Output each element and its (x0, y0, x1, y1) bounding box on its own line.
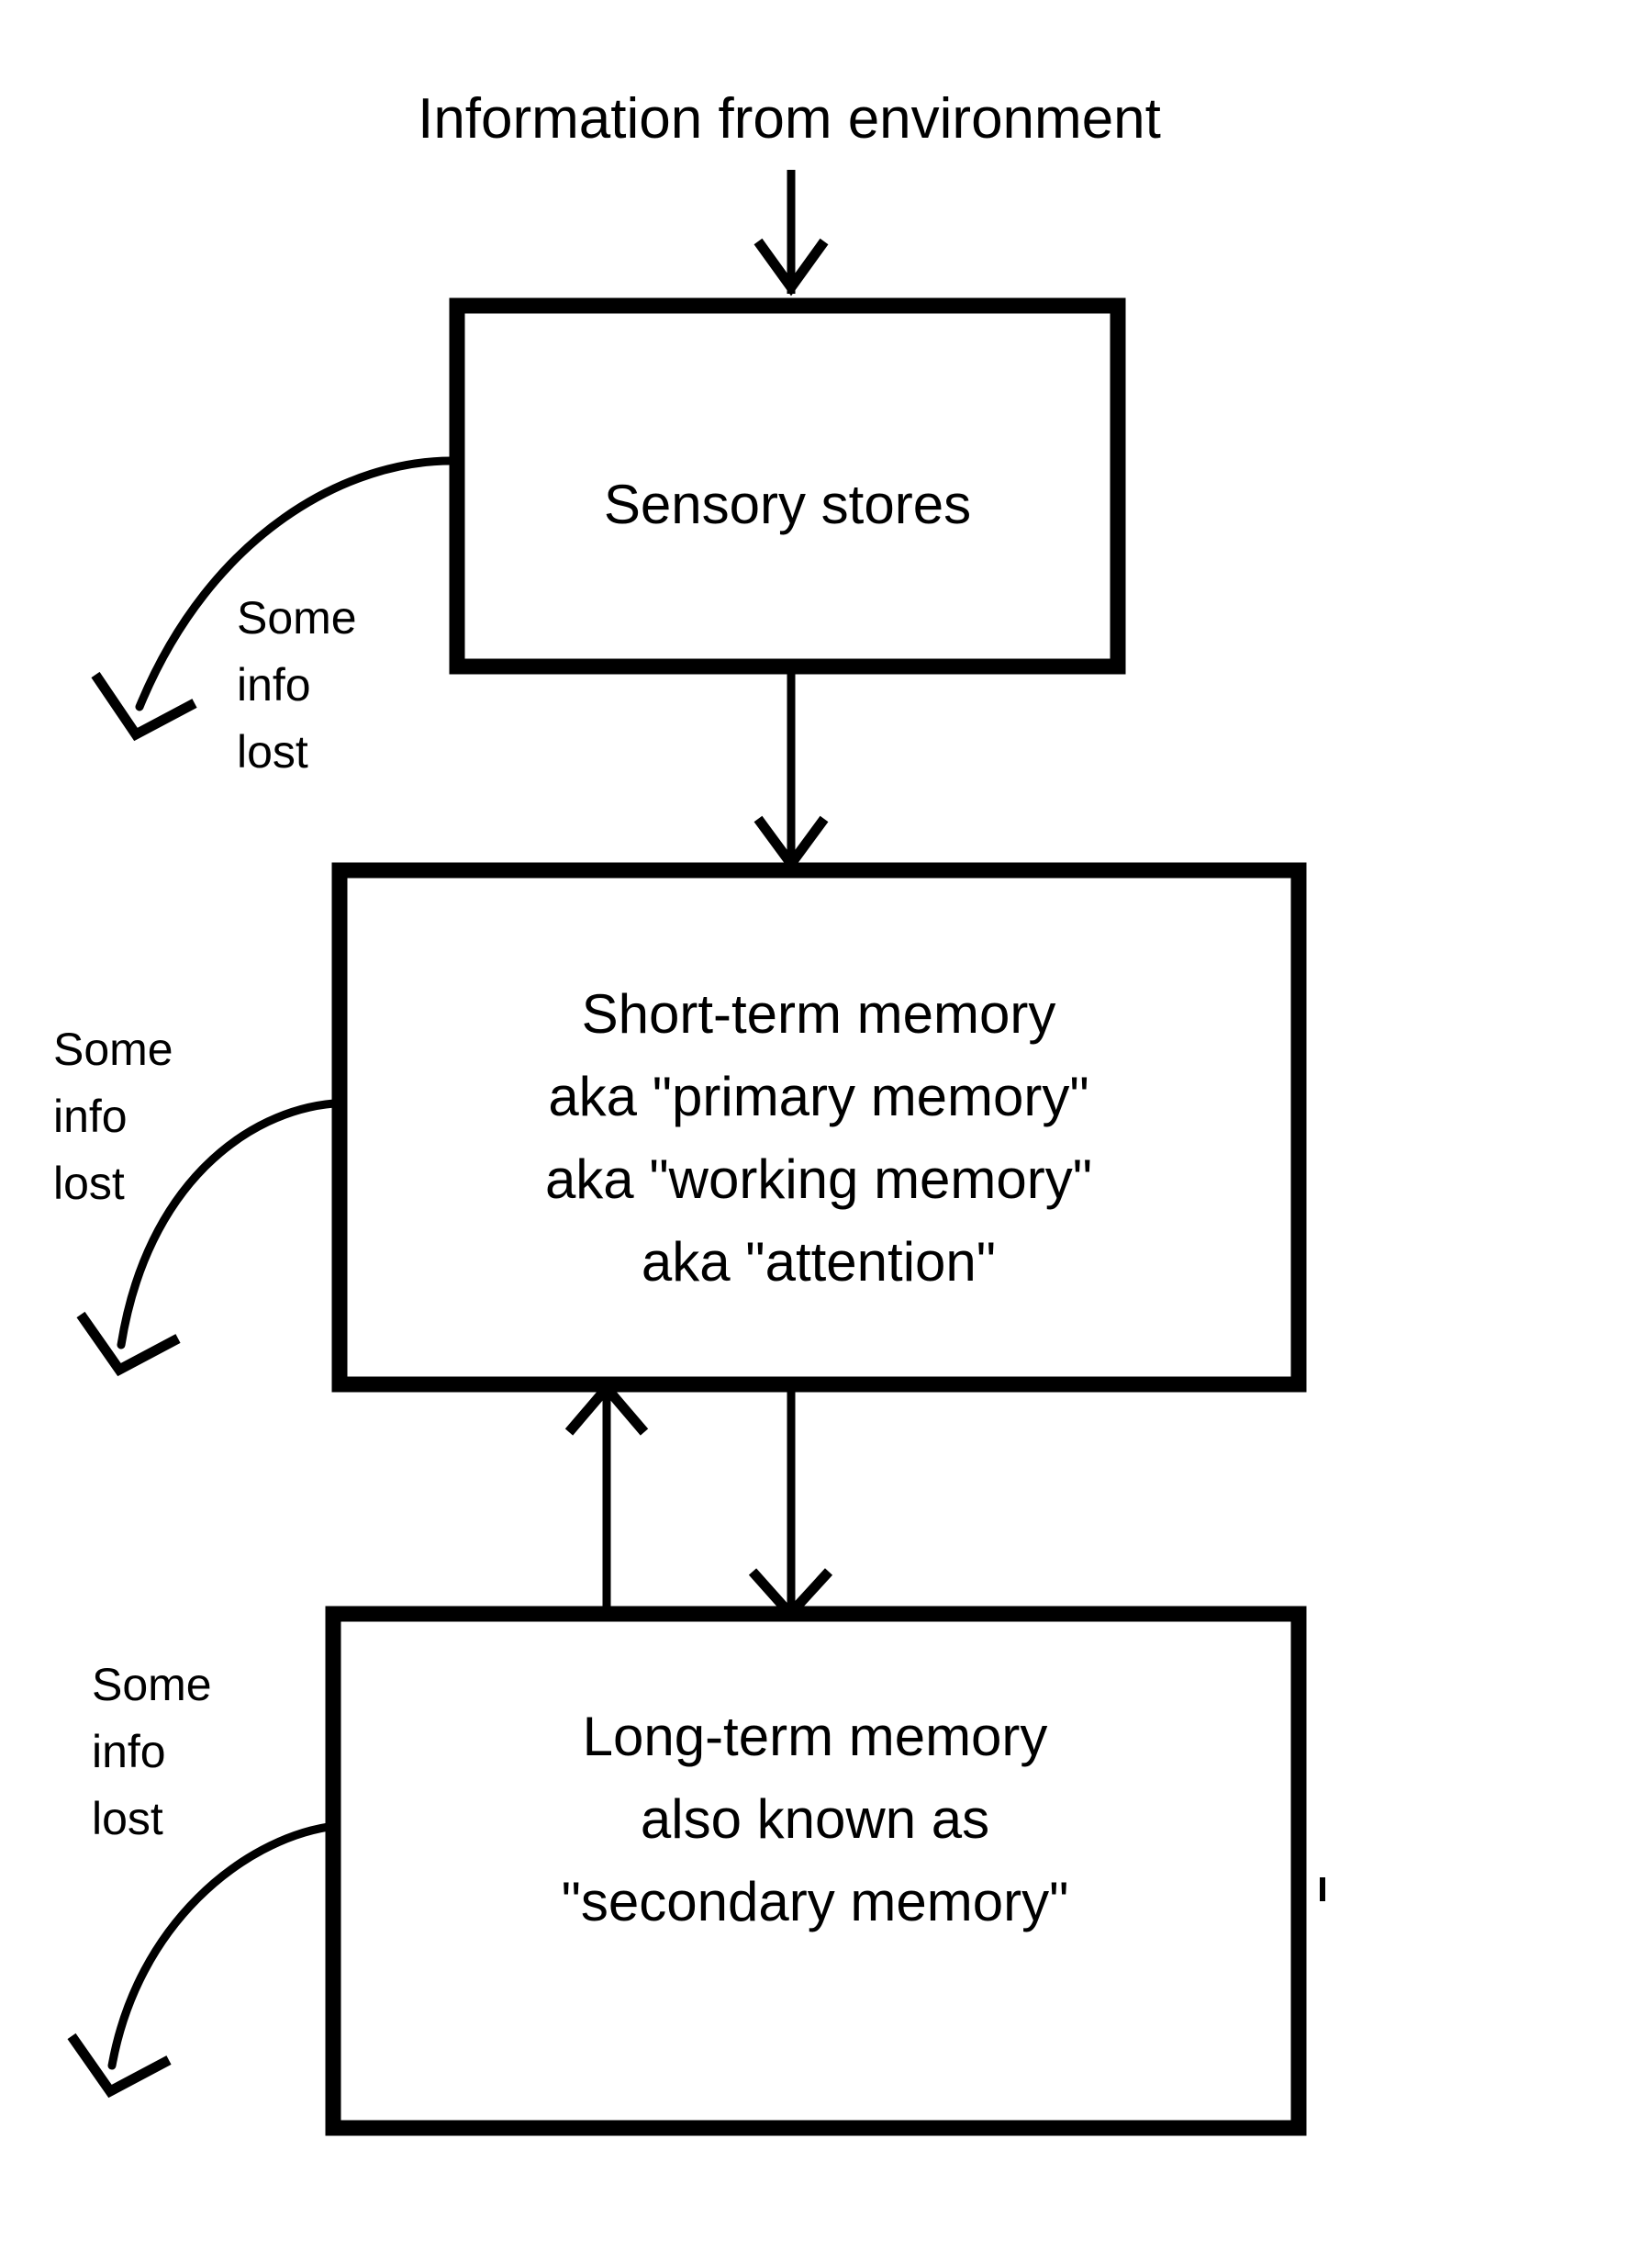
ltm-line-3: "secondary memory" (562, 1871, 1069, 1932)
connector-sensory-to-stm (753, 666, 829, 873)
ltm-line-1: Long-term memory (583, 1706, 1048, 1767)
connector-sensory-loss (91, 456, 460, 742)
label-loss-ltm: Some info lost (92, 1659, 212, 1844)
loss-stm-line-1: Some (53, 1024, 173, 1075)
label-loss-stm: Some info lost (53, 1024, 173, 1209)
loss-ltm-line-3: lost (92, 1793, 163, 1844)
stm-line-1: Short-term memory (582, 983, 1056, 1045)
label-loss-sensory: Some info lost (237, 592, 357, 778)
stray-mark (1320, 1877, 1325, 1901)
connector-env-to-sensory (753, 170, 829, 297)
box-long-term-memory[interactable]: Long-term memory also known as "secondar… (325, 1606, 1307, 2136)
connector-ltm-to-stm (564, 1380, 649, 1616)
stm-line-3: aka "working memory" (545, 1148, 1092, 1210)
stm-line-2: aka "primary memory" (548, 1066, 1088, 1127)
loss-ltm-line-1: Some (92, 1659, 212, 1710)
loss-sensory-line-2: info (237, 659, 311, 711)
sensory-stores-label: Sensory stores (604, 474, 971, 535)
loss-sensory-line-3: lost (237, 726, 308, 778)
loss-stm-line-3: lost (53, 1158, 125, 1209)
connector-ltm-loss (67, 1822, 333, 2099)
loss-stm-line-2: info (53, 1091, 128, 1142)
loss-sensory-line-1: Some (237, 592, 357, 644)
ltm-line-2: also known as (641, 1788, 989, 1850)
connector-stm-to-ltm (748, 1384, 833, 1622)
loss-ltm-line-2: info (92, 1726, 166, 1777)
connector-stm-loss (76, 1099, 339, 1377)
diagram-title: Information from environment (418, 87, 1161, 151)
box-sensory-stores[interactable]: Sensory stores (449, 297, 1126, 675)
box-short-term-memory[interactable]: Short-term memory aka "primary memory" a… (331, 862, 1307, 1393)
stm-line-4: aka "attention" (642, 1231, 996, 1293)
